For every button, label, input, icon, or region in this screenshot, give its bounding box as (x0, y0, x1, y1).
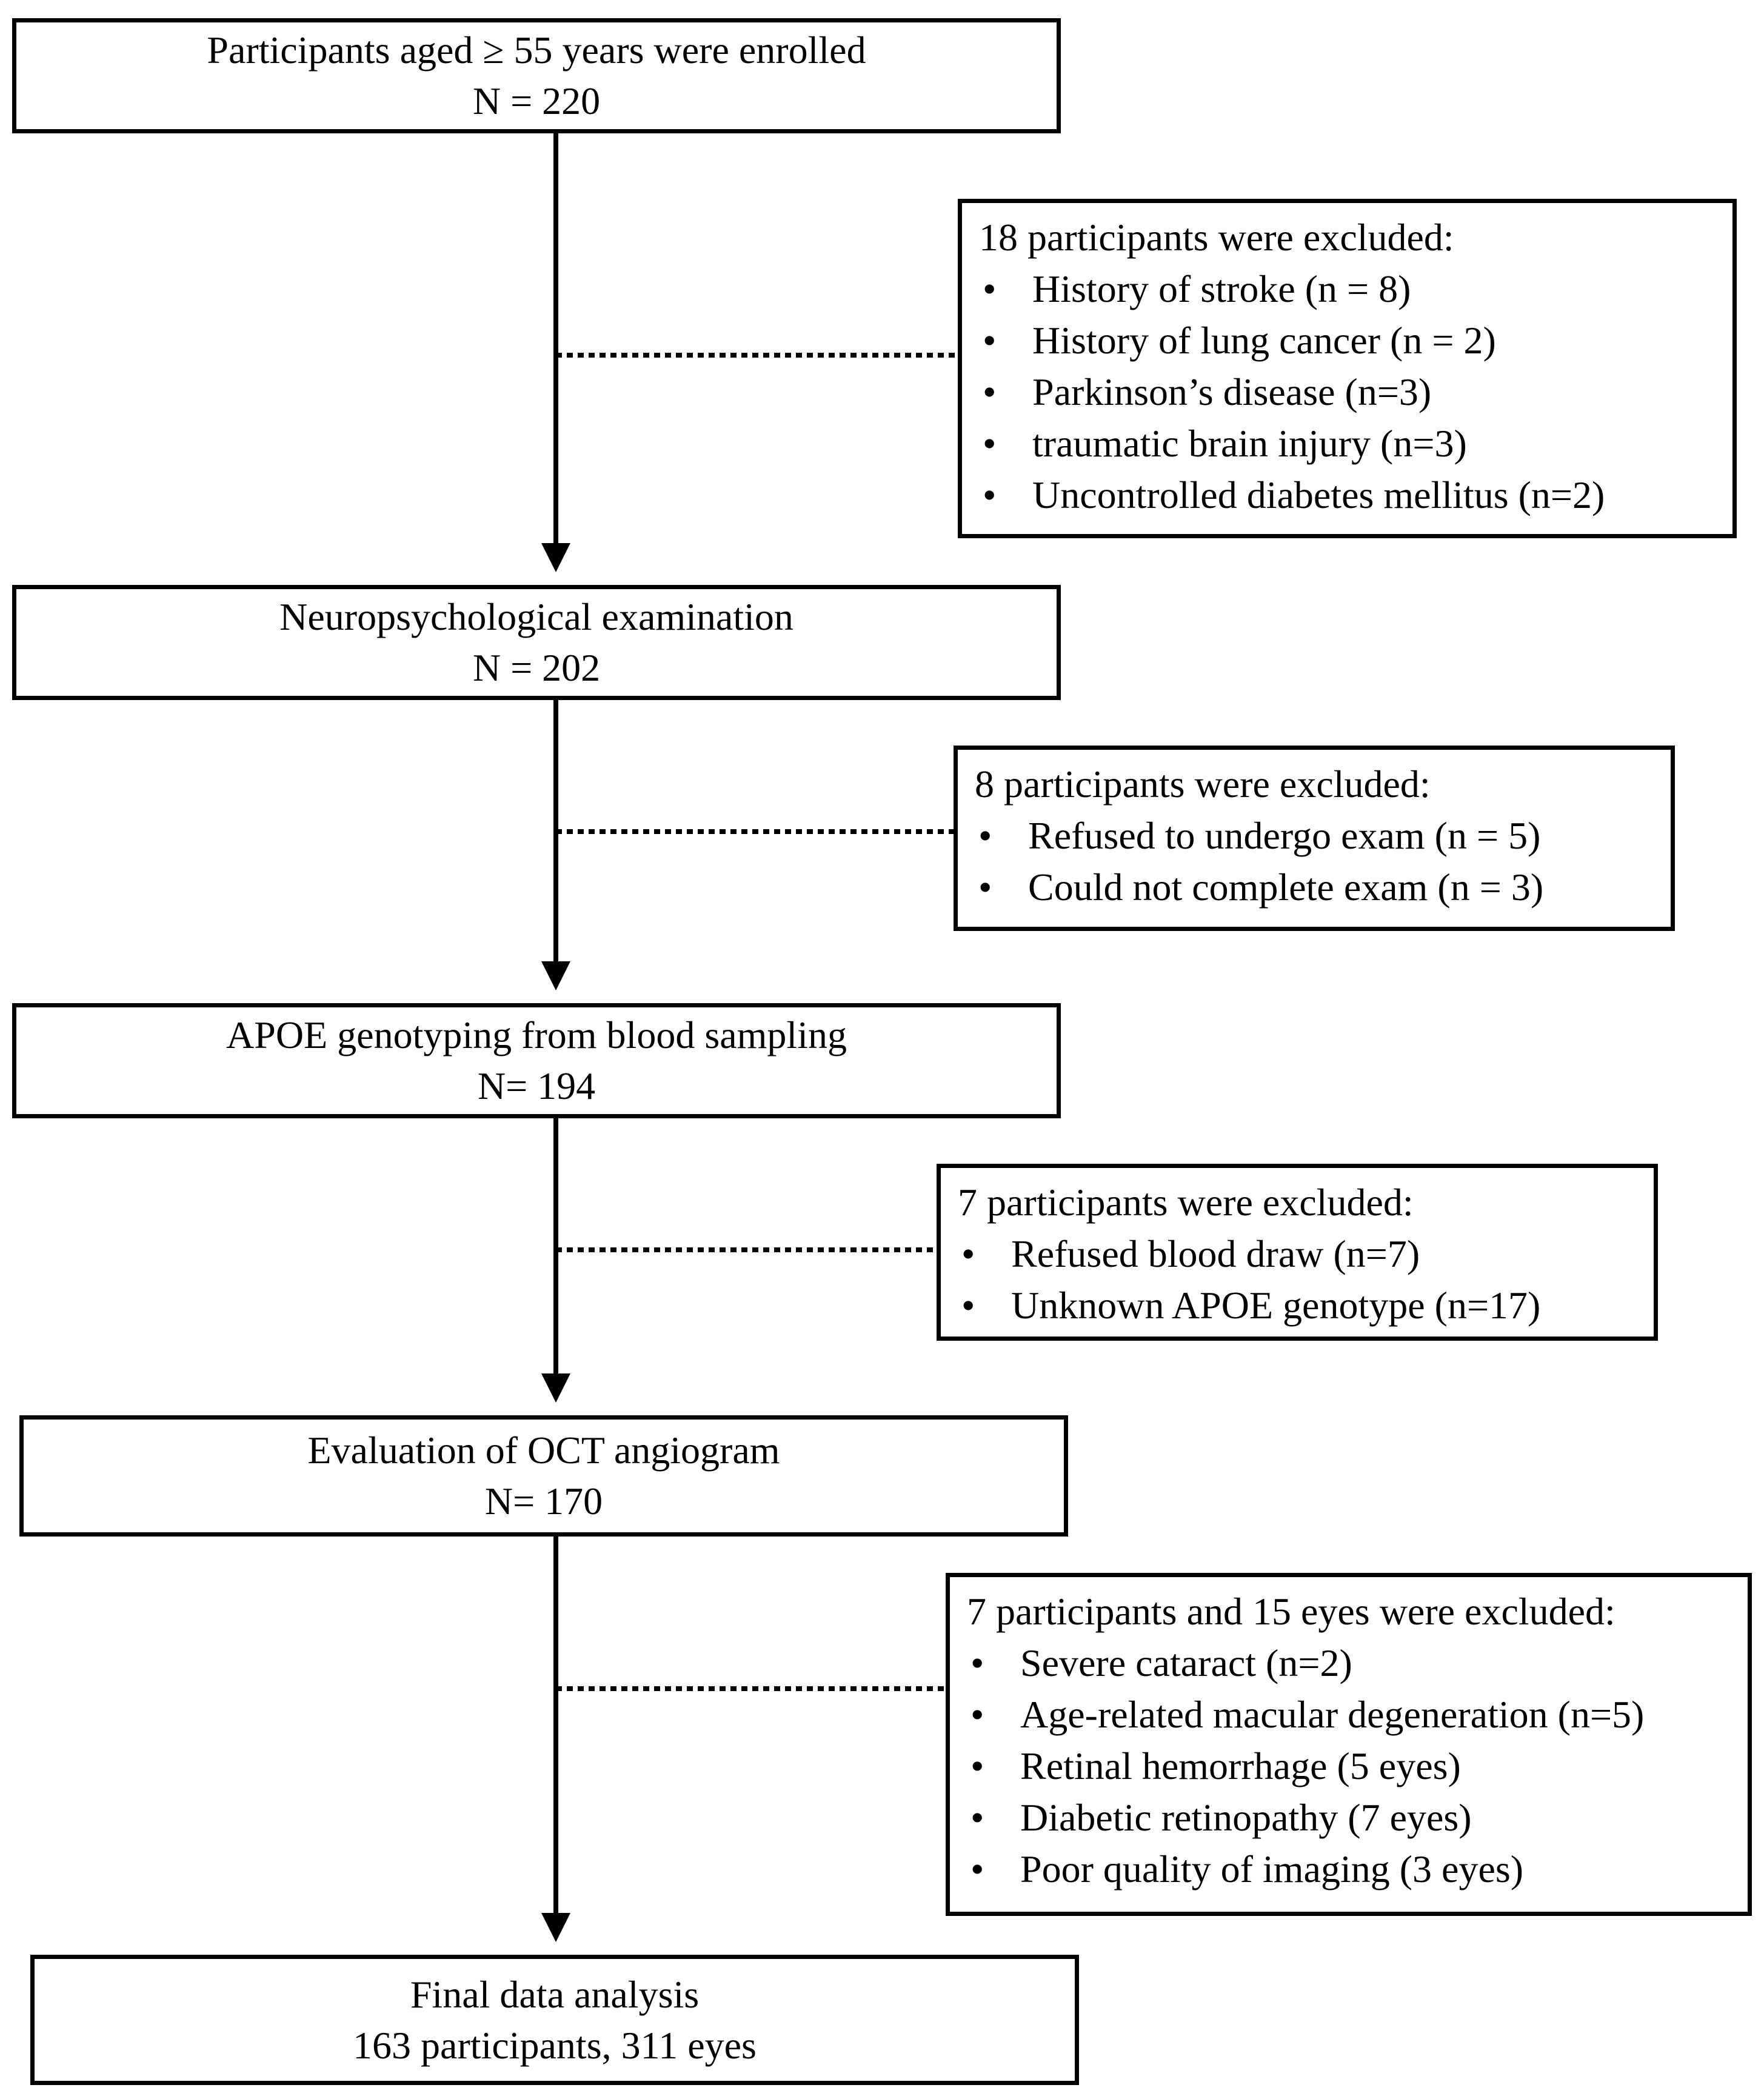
exclusion-title: 7 participants and 15 eyes were excluded… (967, 1590, 1615, 1633)
step-oct-title: Evaluation of OCT angiogram (307, 1429, 780, 1472)
step-oct: Evaluation of OCT angiogram N= 170 (19, 1415, 1068, 1537)
step-final: Final data analysis 163 participants, 31… (30, 1955, 1079, 2085)
exclusion-list: Refused blood draw (n=7) Unknown APOE ge… (958, 1228, 1637, 1331)
exclusion-item: traumatic brain injury (n=3) (979, 418, 1716, 469)
exclusion-item: Refused blood draw (n=7) (958, 1228, 1637, 1280)
exclusion-box-4: 7 participants and 15 eyes were excluded… (946, 1573, 1752, 1916)
exclusion-item: Uncontrolled diabetes mellitus (n=2) (979, 469, 1716, 521)
exclusion-item: Unknown APOE genotype (n=17) (958, 1280, 1637, 1331)
exclusion-title: 18 participants were excluded: (979, 216, 1454, 259)
step-final-title: Final data analysis (410, 1972, 700, 2016)
exclusion-list: History of stroke (n = 8) History of lun… (979, 263, 1716, 521)
exclusion-item: History of lung cancer (n = 2) (979, 315, 1716, 366)
step-enrolled-title: Participants aged ≥ 55 years were enroll… (207, 28, 866, 72)
step-final-count: 163 participants, 311 eyes (353, 2023, 757, 2067)
exclusion-item: Retinal hemorrhage (5 eyes) (967, 1740, 1731, 1792)
exclusion-list: Severe cataract (n=2) Age-related macula… (967, 1637, 1731, 1895)
step-enrolled-count: N = 220 (472, 79, 601, 122)
exclusion-box-3: 7 participants were excluded: Refused bl… (937, 1164, 1658, 1341)
exclusion-item: Parkinson’s disease (n=3) (979, 366, 1716, 418)
exclusion-box-1: 18 participants were excluded: History o… (958, 199, 1737, 538)
exclusion-item: Refused to undergo exam (n = 5) (975, 810, 1654, 861)
step-neuropsych-count: N = 202 (472, 646, 601, 689)
exclusion-item: Severe cataract (n=2) (967, 1637, 1731, 1689)
exclusion-item: Age-related macular degeneration (n=5) (967, 1689, 1731, 1740)
step-neuropsych: Neuropsychological examination N = 202 (12, 585, 1061, 700)
step-apoe: APOE genotyping from blood sampling N= 1… (12, 1003, 1061, 1118)
exclusion-item: Poor quality of imaging (3 eyes) (967, 1843, 1731, 1895)
step-apoe-title: APOE genotyping from blood sampling (226, 1013, 847, 1056)
exclusion-list: Refused to undergo exam (n = 5) Could no… (975, 810, 1654, 913)
step-oct-count: N= 170 (484, 1480, 603, 1523)
step-neuropsych-title: Neuropsychological examination (279, 595, 793, 638)
step-apoe-count: N= 194 (477, 1064, 596, 1107)
exclusion-item: Could not complete exam (n = 3) (975, 861, 1654, 913)
exclusion-title: 8 participants were excluded: (975, 763, 1431, 806)
exclusion-item: Diabetic retinopathy (7 eyes) (967, 1792, 1731, 1843)
step-enrolled: Participants aged ≥ 55 years were enroll… (12, 18, 1061, 133)
exclusion-title: 7 participants were excluded: (958, 1181, 1414, 1224)
exclusion-box-2: 8 participants were excluded: Refused to… (954, 746, 1675, 931)
exclusion-item: History of stroke (n = 8) (979, 263, 1716, 315)
